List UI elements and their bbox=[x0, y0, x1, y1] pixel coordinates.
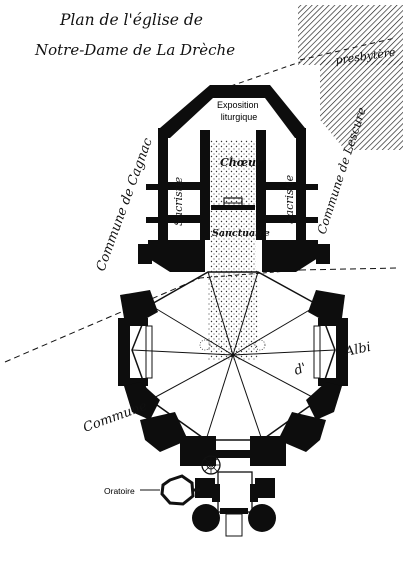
sanctuary-piers bbox=[138, 240, 330, 272]
nave-aisle-floor bbox=[208, 270, 258, 360]
narthex bbox=[180, 436, 286, 537]
apse bbox=[160, 85, 305, 138]
sanctuaire-label: Sanctuaire bbox=[212, 228, 270, 239]
oratoire-label: Oratoire bbox=[104, 486, 135, 496]
choeur-label: Chœur bbox=[220, 156, 263, 169]
sacristie-left-label: Sacristie bbox=[172, 176, 185, 226]
albi-label: Albi bbox=[343, 340, 373, 360]
dalbi-label: d' bbox=[292, 361, 308, 379]
plan-title-line1: Plan de l'église de bbox=[59, 11, 203, 29]
altar bbox=[211, 197, 255, 210]
sacristie-right-label: Sacristie bbox=[283, 174, 296, 224]
presbytere-block bbox=[298, 5, 403, 150]
plan-title-line2: Notre-Dame de La Drèche bbox=[34, 41, 235, 59]
commune-bottom-label: Commune bbox=[81, 399, 149, 436]
nave-walls bbox=[118, 290, 348, 452]
exposition-label: Exposition liturgique bbox=[217, 100, 261, 122]
oratoire-building bbox=[160, 474, 200, 506]
choir-walls bbox=[146, 128, 318, 248]
